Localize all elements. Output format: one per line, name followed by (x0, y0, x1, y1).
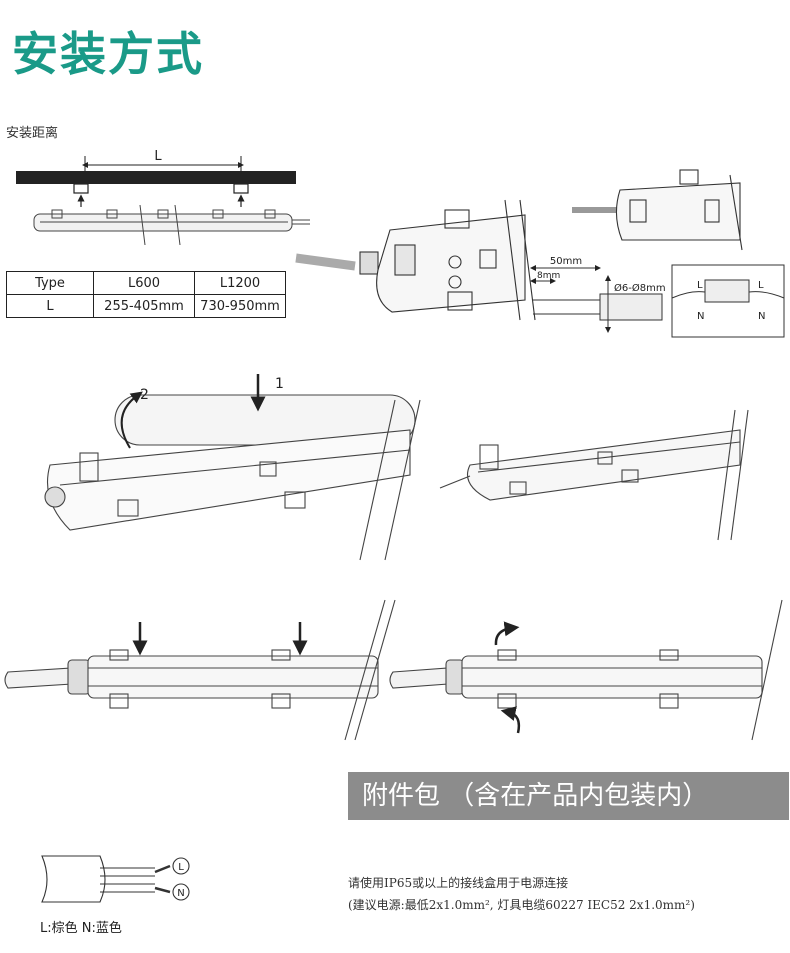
table-cell: 730-950mm (194, 294, 286, 318)
table-header-cell: L600 (93, 271, 195, 295)
spec-table: Type L600 L1200 L 255-405mm 730-950mm (6, 271, 286, 318)
mount-arrows (77, 194, 245, 207)
section-subtitle: 安装距离 (6, 126, 59, 141)
clip-mounting-right (389, 599, 783, 741)
rotate-step-label: 2 (140, 387, 149, 403)
end-cap-detail (295, 199, 536, 321)
push-step-label: 1 (275, 376, 284, 392)
table-row: Type L600 L1200 (6, 271, 286, 295)
table-row: L 255-405mm 730-950mm (6, 294, 286, 318)
tube-insertion-left (44, 374, 421, 561)
distance-label: L (154, 149, 162, 164)
wiring-neutral-right: N (758, 311, 765, 322)
terminal-housing (572, 169, 743, 251)
accessory-note-line1: 请使用IP65或以上的接线盒用于电源连接 (348, 876, 569, 890)
table-header-cell: Type (6, 271, 94, 295)
clip-mounting-left (4, 599, 396, 741)
wiring-live-right: L (758, 280, 764, 291)
table-cell: L (6, 294, 94, 318)
tube-installed-right (439, 409, 749, 541)
distance-dimension: L (82, 149, 244, 174)
strip-length-label: 8mm (537, 271, 560, 281)
mounting-clips (73, 183, 249, 194)
wire-length-label: 50mm (550, 256, 582, 267)
accessory-cable (41, 855, 190, 903)
accessory-banner: 附件包 （含在产品内包装内） (348, 772, 789, 820)
luminaire-side-view (33, 204, 310, 246)
wiring-live-left: L (697, 280, 703, 291)
accessory-neutral-label: N (177, 888, 184, 899)
cable-strip-dimension (530, 265, 663, 333)
page-title: 安装方式 (12, 27, 204, 81)
wire-color-legend: L:棕色 N:蓝色 (40, 921, 122, 936)
wiring-inset (671, 264, 785, 338)
accessory-note-line2: (建议电源:最低2x1.0mm², 灯具电缆60227 IEC52 2x1.0m… (348, 898, 695, 912)
table-header-cell: L1200 (194, 271, 286, 295)
cable-diameter-label: Ø6-Ø8mm (614, 282, 666, 294)
accessory-live-label: L (178, 862, 184, 873)
ceiling-bar (16, 171, 296, 184)
table-cell: 255-405mm (93, 294, 195, 318)
wiring-neutral-left: N (697, 311, 704, 322)
